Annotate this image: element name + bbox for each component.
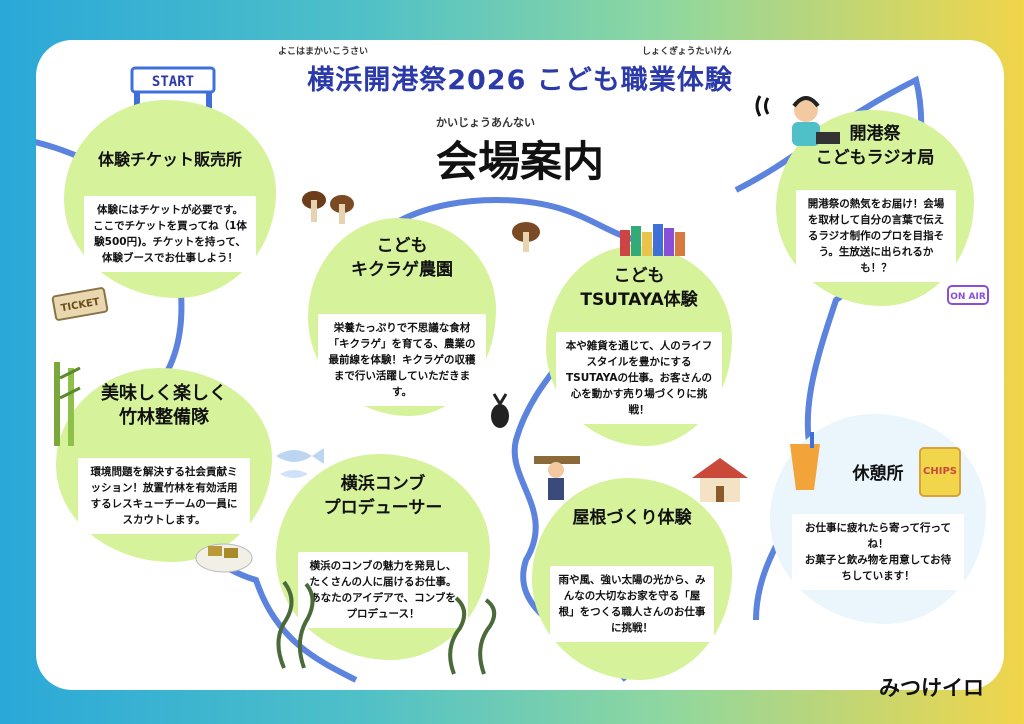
carpenter-icon [534, 456, 580, 500]
on-air-icon: ON AIR [947, 285, 989, 305]
ticket-icon: TICKET [51, 287, 109, 321]
venue-title: 会場案内 [435, 137, 604, 186]
bamboo-icon [54, 362, 81, 446]
start-gate-icon: START [130, 66, 216, 152]
booth-description: 雨や風、強い太陽の光から、みんなの大切なお家を守る「屋根」をつくる職人さんのお仕… [550, 566, 714, 642]
books-icon [620, 224, 685, 256]
booth-kikurage-farm[interactable]: こども キクラゲ農園 栄養たっぷりで不思議な食材「キクラゲ」を育てる、農業の最前… [318, 228, 486, 406]
booth-bamboo-team[interactable]: 美味しく楽しく 竹林整備隊 環境問題を解決する社会貢献ミッション！放置竹林を有効… [66, 378, 262, 552]
booth-kombu-producer[interactable]: 横浜コンブ プロデューサー 横浜のコンブの魅力を発見し、たくさんの人に届けるお仕… [286, 464, 480, 650]
booth-name: 開港祭 こどもラジオ局 [815, 124, 935, 168]
fish-icon [276, 448, 324, 478]
booth-description: お仕事に疲れたら寄って行ってね！ お菓子と飲み物を用意してお待ちしています！ [792, 514, 964, 590]
booth-tsutaya[interactable]: こども TSUTAYA体験 本や雑貨を通じて、人のライフスタイルを豊かにするTS… [556, 256, 722, 436]
mushroom-icon [302, 191, 354, 224]
booth-description: 体験にはチケットが必要です。ここでチケットを買ってね（1体験500円)。チケット… [84, 196, 256, 272]
beetle-icon [491, 393, 509, 428]
booth-roof-making[interactable]: 屋根づくり体験 雨や風、強い太陽の光から、みんなの大切なお家を守る「屋根」をつく… [542, 488, 722, 670]
page-title: 横浜開港祭2026 こども職業体験 [307, 65, 733, 96]
booth-name: 横浜コンブ プロデューサー [323, 474, 443, 518]
booth-name: 休憩所 [852, 464, 904, 484]
booth-ticket-office[interactable]: 体験チケット販売所 体験にはチケットが必要です。ここでチケットを買ってね（1体験… [74, 110, 266, 288]
booth-name: こども TSUTAYA体験 [580, 266, 698, 310]
title-ruby-1: よこはまかいこうさい [278, 47, 369, 57]
credit-logo: みつけイロ [879, 676, 984, 700]
booth-description: 本や雑貨を通じて、人のライフスタイルを豊かにするTSUTAYAの仕事。お客さんの… [556, 332, 722, 424]
booth-description: 栄養たっぷりで不思議な食材「キクラゲ」を育てる、農業の最前線を体験！キクラゲの収… [318, 314, 486, 406]
house-icon [692, 458, 748, 502]
on-air-text: ON AIR [950, 292, 986, 302]
booth-radio-station[interactable]: 開港祭 こどもラジオ局 開港祭の熱気をお届け！会場を取材して自分の言葉で伝えるラ… [786, 120, 964, 296]
drink-icon [790, 432, 820, 490]
chips-text: CHIPS [923, 466, 957, 477]
venue-map-sheet: よこはまかいこうさい しょくぎょうたいけん 横浜開港祭2026 こども職業体験 … [36, 40, 1004, 690]
booth-name: こども キクラゲ農園 [351, 236, 453, 280]
start-sign-text: START [152, 74, 194, 90]
seaweed-icon [448, 596, 497, 675]
venue-ruby: かいじょうあんない [436, 116, 535, 129]
booth-name: 体験チケット販売所 [97, 150, 242, 169]
booth-description: 開港祭の熱気をお届け！会場を取材して自分の言葉で伝えるラジオ制作のプロを目指そう… [796, 190, 956, 282]
booth-name: 美味しく楽しく 竹林整備隊 [101, 383, 227, 428]
booth-description: 環境問題を解決する社会貢献ミッション！放置竹林を有効活用するレスキューチームの一… [78, 458, 250, 534]
mushroom-icon [512, 222, 540, 252]
chips-icon: CHIPS [919, 447, 961, 497]
title-ruby-2: しょくぎょうたいけん [642, 47, 732, 57]
booth-description: 横浜のコンブの魅力を発見し、たくさんの人に届けるお仕事。あなたのアイデアで、コン… [298, 552, 468, 628]
booth-name: 屋根づくり体験 [572, 508, 692, 528]
radio-host-icon [755, 95, 840, 146]
seaweed-icon [276, 580, 315, 669]
snack-plate-icon [195, 543, 253, 573]
